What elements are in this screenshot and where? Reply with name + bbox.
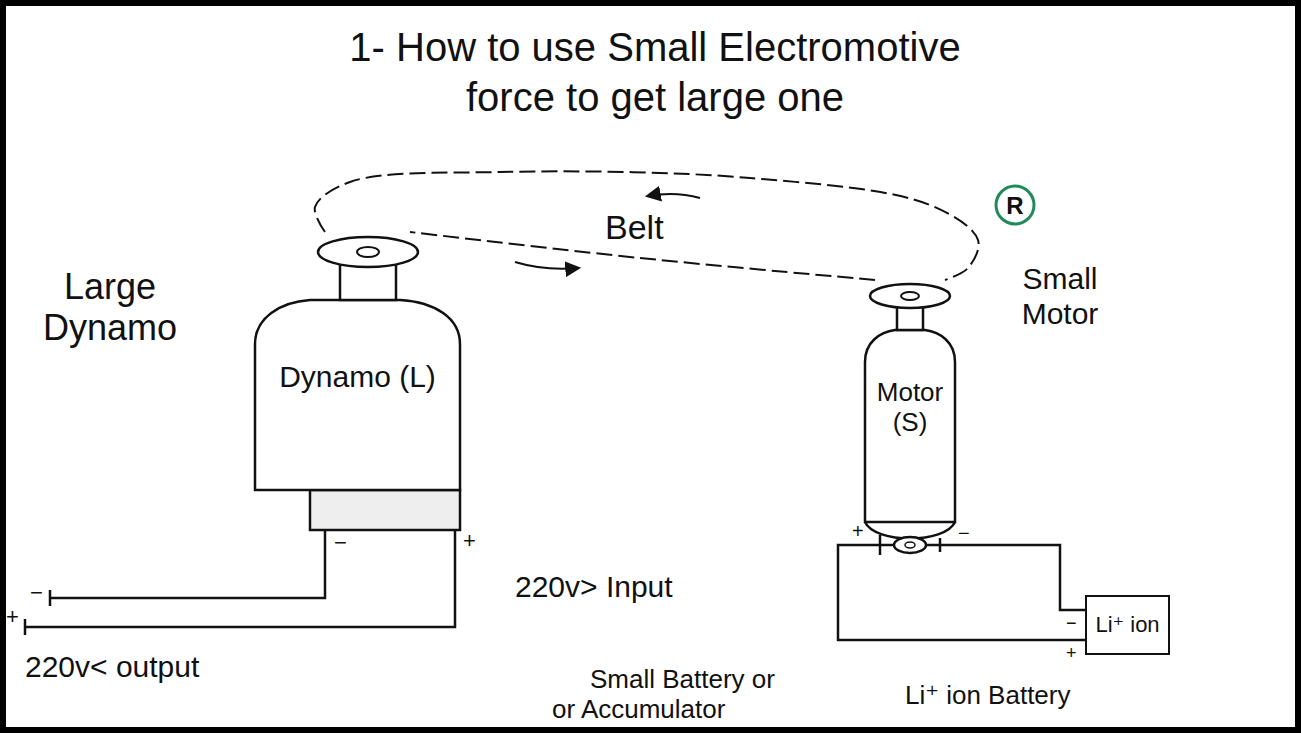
label-box: Large Dynamo xyxy=(30,266,190,349)
label-box: + xyxy=(852,521,864,541)
label-box: or Accumulator xyxy=(552,696,725,722)
edge-label-box: Belt xyxy=(605,210,664,244)
label-box: − xyxy=(958,523,970,543)
node-text: Li⁺ ion xyxy=(1095,612,1159,637)
motor-body xyxy=(865,330,955,522)
pulley-hub xyxy=(357,247,379,257)
label-box: 220v> Input xyxy=(515,572,673,602)
belt-connector xyxy=(315,171,979,280)
label-box: Li⁺ ion Battery xyxy=(905,682,1070,708)
dynamo-shape: Dynamo (L) xyxy=(250,232,465,532)
label-box: − xyxy=(334,532,347,554)
text-holder: Motor (S) xyxy=(865,378,955,438)
output-note: 220v< output xyxy=(25,652,199,682)
source-note: Li⁺ ion Battery xyxy=(905,682,1070,708)
pulley xyxy=(870,284,950,308)
source-note: Small Battery or xyxy=(590,666,775,692)
terminal-lead xyxy=(850,544,896,547)
label-box: − xyxy=(1066,614,1077,632)
terminal-tick xyxy=(939,538,942,552)
registered-circle xyxy=(996,186,1034,224)
terminal-sign: + xyxy=(463,530,476,552)
label-box: 220v< output xyxy=(25,652,199,682)
label-box: R xyxy=(1003,192,1027,220)
shaft-hub xyxy=(905,542,915,548)
battery-box: Li⁺ ion xyxy=(1085,595,1170,655)
label-box: + xyxy=(463,530,476,552)
node-text: Dynamo (L) xyxy=(255,360,460,395)
terminal-tick xyxy=(49,590,52,606)
input-note: 220v> Input xyxy=(515,572,673,602)
terminal-sign: + xyxy=(6,606,19,628)
belt-direction-arrow xyxy=(648,194,700,198)
terminal-tick xyxy=(879,535,882,555)
terminal-sign: + xyxy=(1066,644,1077,662)
part-name: Small Motor xyxy=(995,262,1125,331)
label-box: − xyxy=(30,582,43,604)
terminal-lead xyxy=(924,544,970,547)
label-box: + xyxy=(1066,644,1077,662)
pulley xyxy=(318,237,418,267)
dynamo-base xyxy=(310,490,460,530)
wire-connector xyxy=(970,545,1085,610)
label-box: Small Battery or xyxy=(590,666,775,692)
node-text: Motor (S) xyxy=(865,378,955,438)
output-wire-minus xyxy=(50,530,325,598)
page-frame xyxy=(3,3,1298,730)
wire-connector xyxy=(838,545,1085,640)
wire-line xyxy=(838,545,1085,640)
belt-line xyxy=(315,171,979,280)
terminal-sign: − xyxy=(334,532,347,554)
motor-shape: Motor (S) xyxy=(850,280,970,570)
belt-label: Belt xyxy=(605,210,664,244)
text-holder: Dynamo (L) xyxy=(255,360,460,395)
terminal-sign: − xyxy=(958,523,970,543)
registered-mark: R xyxy=(1003,192,1027,220)
pulley-hub xyxy=(901,292,919,300)
source-note: or Accumulator xyxy=(552,696,725,722)
terminal-sign: − xyxy=(1066,614,1077,632)
terminal-sign: + xyxy=(852,521,864,541)
label-box: + xyxy=(6,606,19,628)
diagram-title: 1- How to use Small Electromotive force … xyxy=(315,22,995,122)
motor-shaft-end xyxy=(894,537,926,553)
part-name: Large Dynamo xyxy=(30,266,190,349)
label-box: Small Motor xyxy=(995,262,1125,331)
output-wire-plus xyxy=(25,530,455,627)
belt-direction-arrow xyxy=(515,262,578,269)
text-holder: Li⁺ ion xyxy=(1095,612,1159,637)
dynamo-body xyxy=(255,300,460,490)
terminal-sign: − xyxy=(30,582,43,604)
title-box: 1- How to use Small Electromotive force … xyxy=(315,22,995,122)
wire-line xyxy=(970,545,1085,610)
terminal-tick xyxy=(24,619,27,635)
